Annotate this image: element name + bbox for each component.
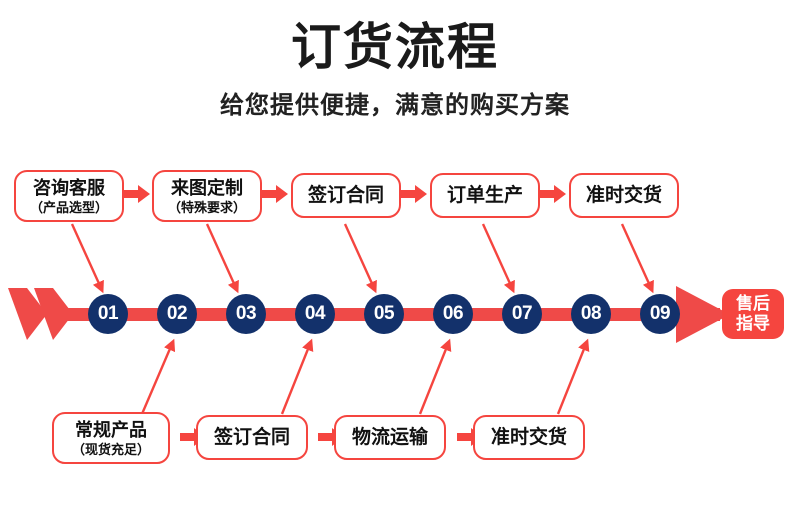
step-circle-02[interactable]: 02 — [157, 294, 197, 334]
after-sales-line2: 指导 — [736, 314, 770, 333]
bottom-step-1-sub: （现货充足） — [71, 441, 150, 457]
step-circle-01[interactable]: 01 — [88, 294, 128, 334]
after-sales-badge[interactable]: 售后 指导 — [722, 289, 784, 339]
step-circle-06[interactable]: 06 — [433, 294, 473, 334]
connector-bottom-3 — [418, 338, 452, 415]
bottom-step-3-main: 物流运输 — [351, 426, 428, 448]
top-step-box-5[interactable]: 准时交货 — [569, 173, 679, 218]
step-circle-09[interactable]: 09 — [640, 294, 680, 334]
bottom-step-4-main: 准时交货 — [490, 426, 567, 448]
connector-bottom-4 — [556, 338, 590, 415]
double-chevron-right-icon — [8, 288, 73, 340]
bottom-step-box-1[interactable]: 常规产品 （现货充足） — [52, 412, 170, 464]
bottom-step-box-2[interactable]: 签订合同 — [196, 415, 308, 460]
connector-top-4 — [481, 223, 515, 294]
top-step-box-1[interactable]: 咨询客服 （产品选型） — [14, 170, 124, 222]
top-step-box-2[interactable]: 来图定制 （特殊要求） — [152, 170, 262, 222]
connector-top-3 — [343, 223, 377, 294]
bottom-step-1-main: 常规产品 — [75, 419, 147, 440]
connector-bottom-2 — [280, 338, 314, 415]
connector-bottom-1 — [140, 338, 176, 415]
connector-top-2 — [205, 223, 239, 294]
top-step-box-3[interactable]: 签订合同 — [291, 173, 401, 218]
step-circle-03[interactable]: 03 — [226, 294, 266, 334]
page-subtitle: 给您提供便捷，满意的购买方案 — [220, 92, 570, 119]
top-step-4-main: 订单生产 — [446, 184, 523, 206]
bottom-step-box-3[interactable]: 物流运输 — [334, 415, 446, 460]
top-step-2-main: 来图定制 — [171, 177, 243, 198]
step-circle-08[interactable]: 08 — [571, 294, 611, 334]
step-circle-07[interactable]: 07 — [502, 294, 542, 334]
top-step-1-main: 咨询客服 — [33, 177, 105, 198]
top-step-1-sub: （产品选型） — [29, 199, 108, 215]
bottom-step-box-4[interactable]: 准时交货 — [473, 415, 585, 460]
page-title: 订货流程 — [291, 19, 499, 75]
step-circle-04[interactable]: 04 — [295, 294, 335, 334]
top-step-box-4[interactable]: 订单生产 — [430, 173, 540, 218]
after-sales-line1: 售后 — [736, 294, 770, 313]
bottom-step-2-main: 签订合同 — [213, 426, 290, 448]
top-step-3-main: 签订合同 — [307, 184, 384, 206]
step-circle-05[interactable]: 05 — [364, 294, 404, 334]
connector-top-1 — [70, 223, 104, 294]
top-step-5-main: 准时交货 — [585, 184, 662, 206]
top-step-2-sub: （特殊要求） — [167, 199, 246, 215]
connector-top-5 — [620, 223, 654, 294]
